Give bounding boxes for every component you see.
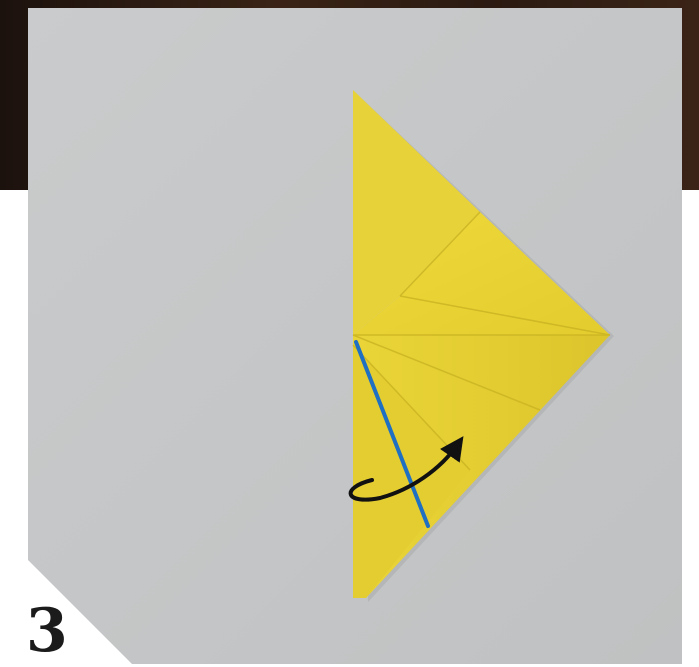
step-number: 3 [26, 596, 86, 666]
